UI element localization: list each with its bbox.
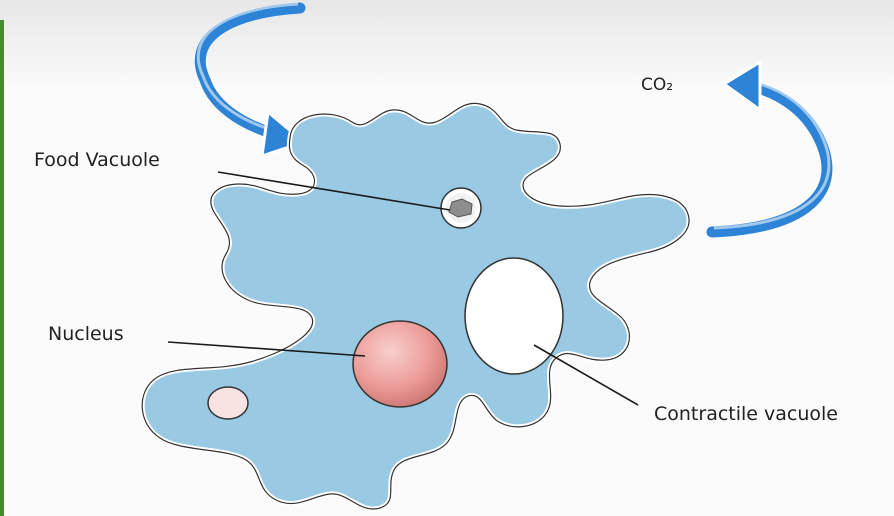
amoeba-membrane-outline xyxy=(141,102,690,510)
food-vacuole xyxy=(440,187,482,229)
small-vacuole xyxy=(207,386,249,420)
contractile-vacuole-label: Contractile vacuole xyxy=(654,403,838,425)
nucleus-leader xyxy=(167,341,366,357)
nucleus xyxy=(352,320,448,408)
food-vacuole-leader xyxy=(217,171,451,211)
output-arrow-icon xyxy=(706,59,833,238)
food-particle xyxy=(448,198,473,218)
co2-label: CO₂ xyxy=(641,75,673,95)
nucleus-label: Nucleus xyxy=(48,323,124,345)
left-edge-bar xyxy=(0,20,4,516)
contractile-vacuole-leader xyxy=(533,344,639,406)
contractile-vacuole xyxy=(464,257,564,375)
food-vacuole-label: Food Vacuole xyxy=(34,149,160,171)
